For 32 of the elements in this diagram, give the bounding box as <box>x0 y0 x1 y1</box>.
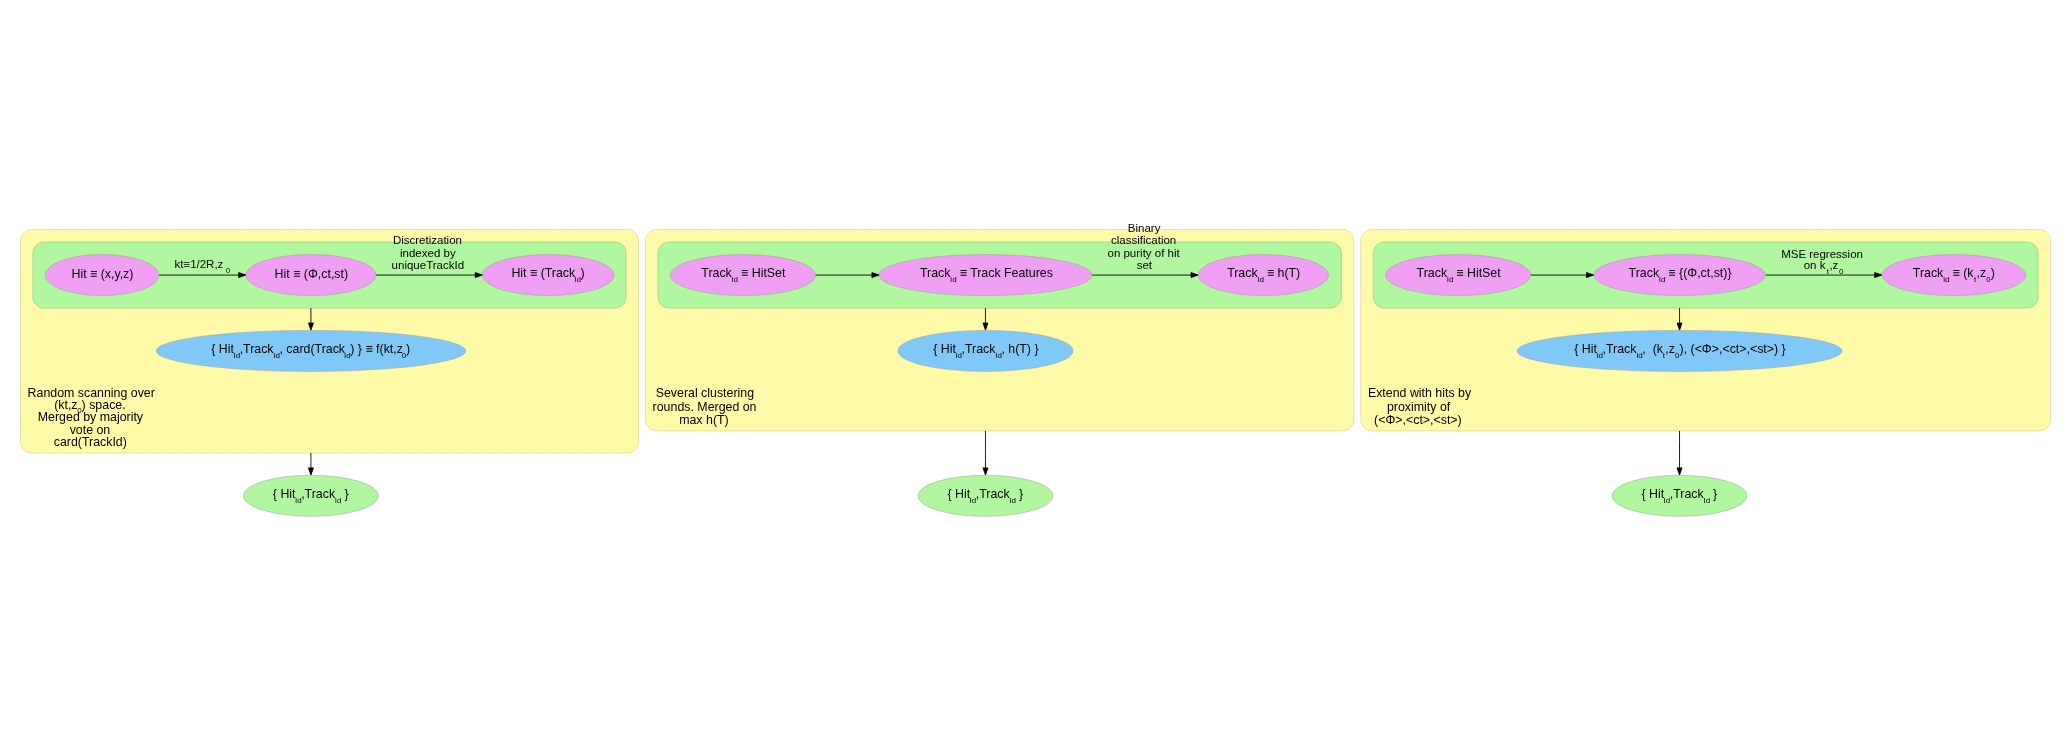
edge-label: kt≡1/2R,z$_{0}$ <box>174 257 231 275</box>
arrow <box>1676 429 1683 475</box>
arrow <box>308 307 314 331</box>
node-ellipse: Hit ≡ (Φ,ct,st) <box>245 253 377 296</box>
arrow <box>158 271 247 278</box>
node-ellipse: Track$_{Id}$ ≡ (k$_{t}$,z$_{0}$) <box>1881 253 2027 296</box>
edge-label: Discretization indexed by uniqueTrackId <box>391 233 465 271</box>
node-ellipse: Track$_{Id}$ ≡ HitSet <box>670 253 816 296</box>
node-ellipse: { Hit$_{Id}$,Track$_{Id}$, (k$_{t}$,z$_{0}$), (<Φ>,<ct>,<st>) } <box>1516 329 1843 372</box>
node-ellipse: { Hit$_{Id}$,Track$_{Id}$, card(Track$_{Id}$) } ≡ f(kt,z$_{0}$) <box>155 329 466 372</box>
node-ellipse: Track$_{Id}$ ≡ {(Φ,ct,st)} <box>1593 253 1766 296</box>
node-ellipse: Track$_{Id}$ ≡ HitSet <box>1385 253 1532 296</box>
arrow <box>1676 307 1683 331</box>
node-ellipse: { Hit$_{Id}$,Track$_{Id}$ } <box>1611 474 1748 517</box>
arrow <box>375 271 483 278</box>
arrow <box>815 271 880 278</box>
edge-label: MSE regression on k$_{t}$,z$_{0}$ <box>1781 247 1863 276</box>
node-ellipse: Track$_{Id}$ ≡ h(T) <box>1198 253 1329 296</box>
node-ellipse: { Hit$_{Id}$,Track$_{Id}$ } <box>917 474 1054 517</box>
arrow <box>1091 271 1199 278</box>
arrow <box>982 429 989 475</box>
arrow <box>982 307 989 331</box>
node-ellipse: { Hit$_{Id}$,Track$_{Id}$, h(T) } <box>897 329 1074 372</box>
edge-label: Binary classification on purity of hit set <box>1107 221 1180 271</box>
arrow <box>1765 271 1883 278</box>
node-ellipse: Hit ≡ (x,y,z) <box>44 253 160 296</box>
arrow <box>1530 271 1594 278</box>
arrow <box>308 452 314 475</box>
cluster <box>1372 241 2039 308</box>
node-ellipse: { Hit$_{Id}$,Track$_{Id}$ } <box>243 474 379 517</box>
node-ellipse: Hit ≡ (Track$_{Id}$) <box>481 253 615 296</box>
node-ellipse: Track$_{Id}$ ≡ Track Features <box>878 253 1093 296</box>
